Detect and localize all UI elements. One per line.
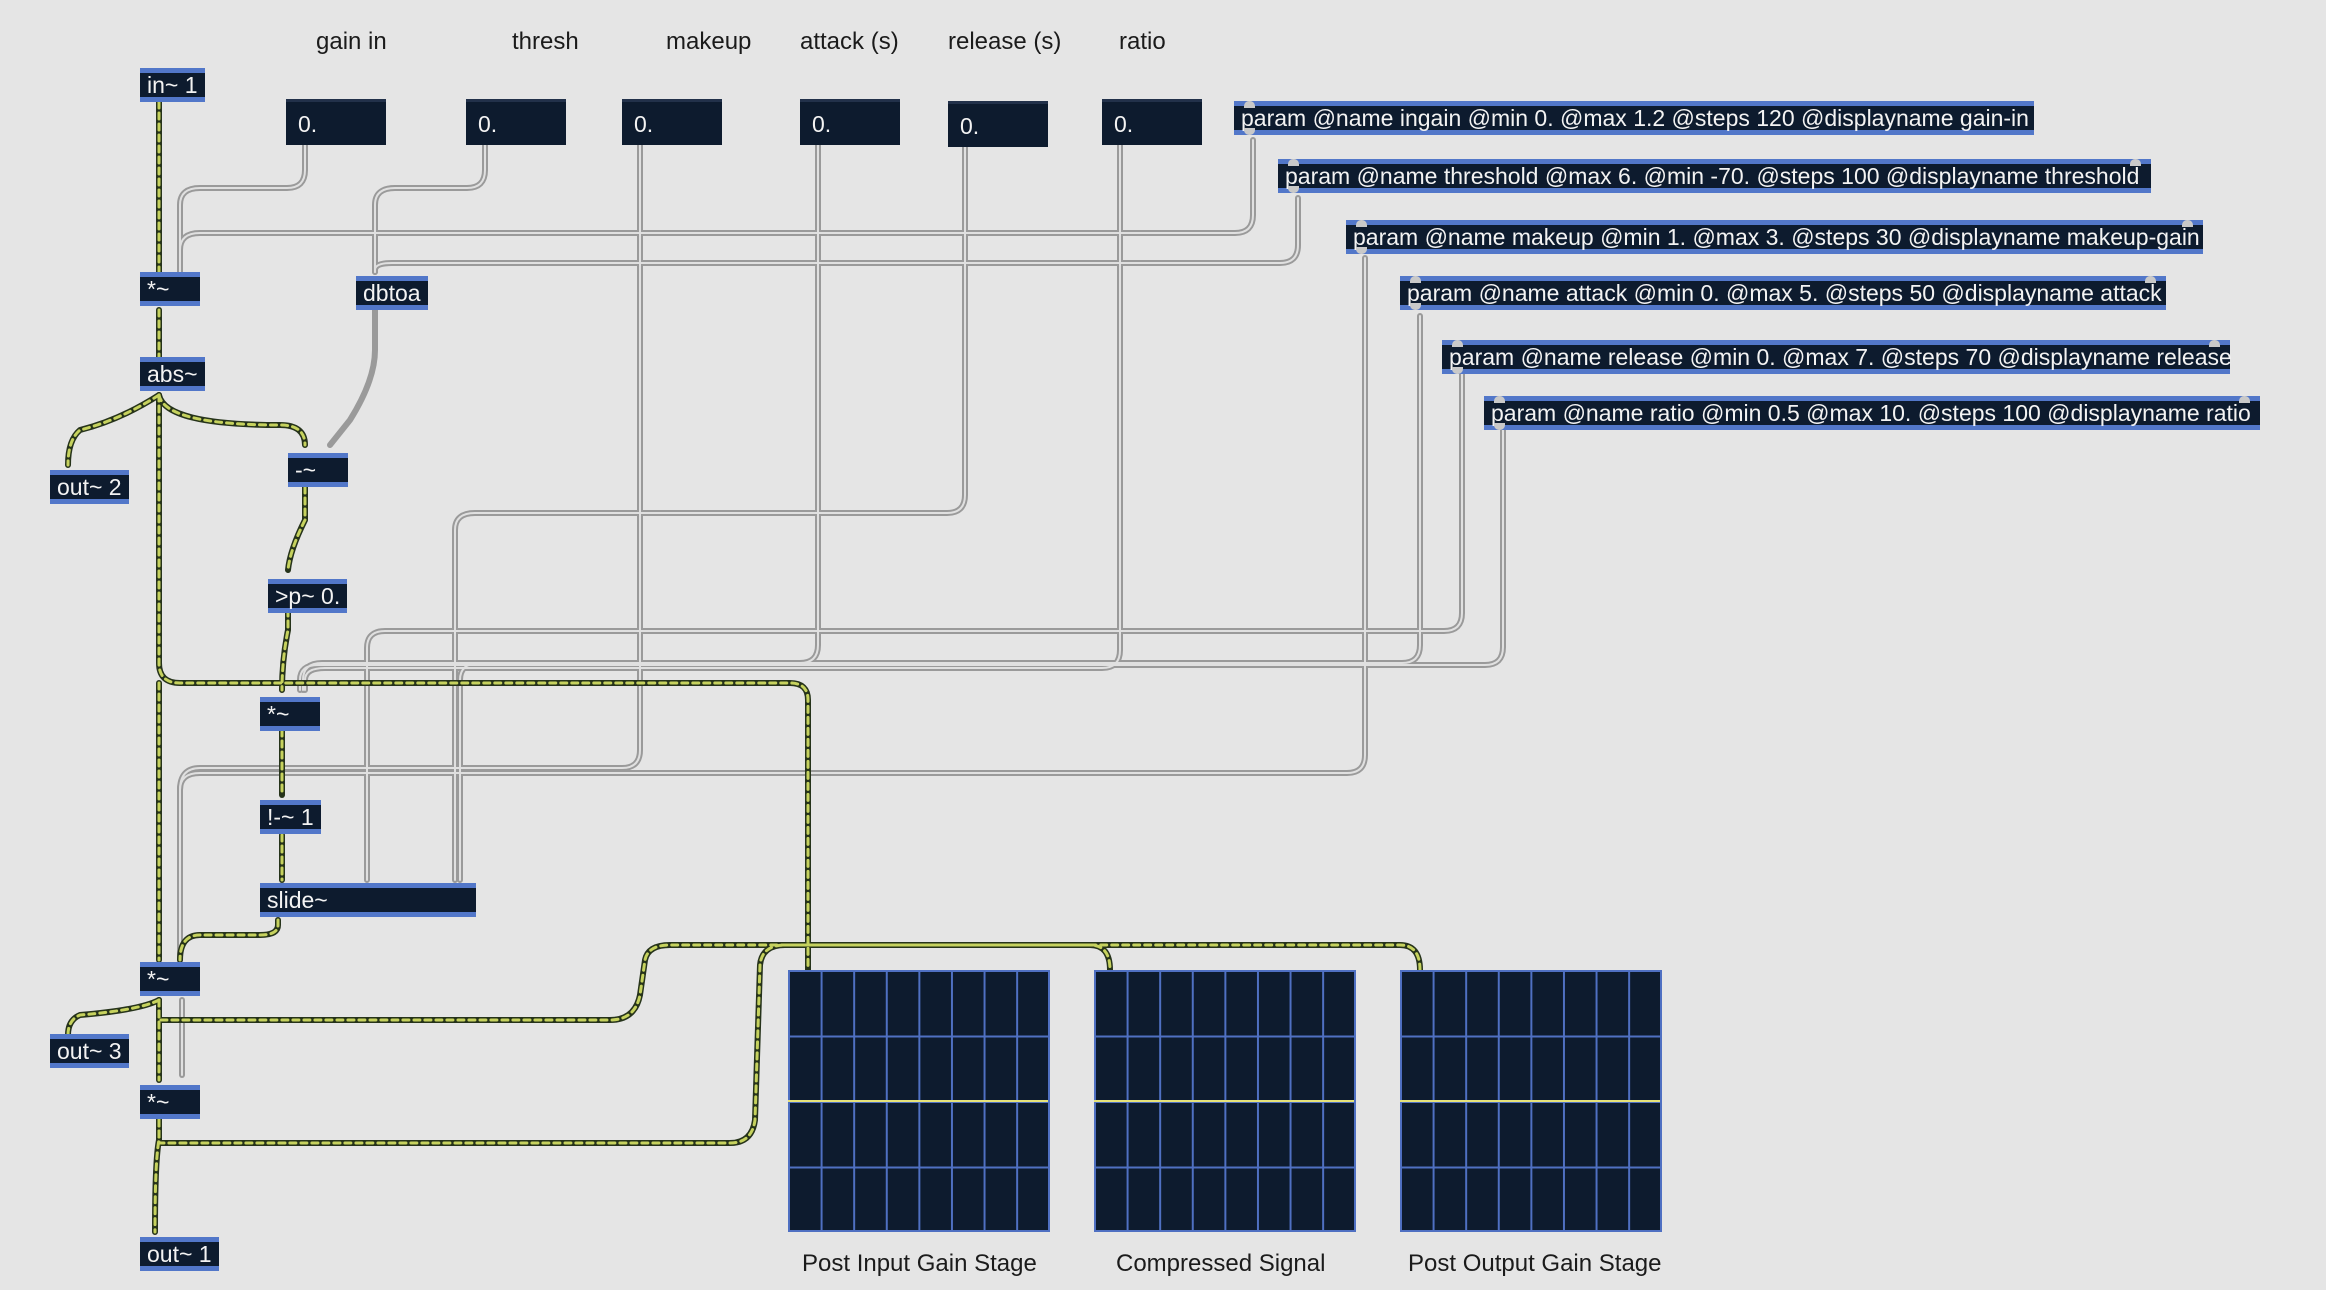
scope-label-post-output: Post Output Gain Stage — [1408, 1250, 1662, 1277]
scope-label-compressed: Compressed Signal — [1116, 1250, 1326, 1277]
number-box-release[interactable]: 0. — [948, 101, 1048, 147]
param-ratio[interactable]: param @name ratio @min 0.5 @max 10. @ste… — [1484, 396, 2260, 430]
reverse-subtract-object[interactable]: !-~ 1 — [260, 800, 321, 834]
outlet-3[interactable]: out~ 3 — [50, 1034, 129, 1068]
param-threshold[interactable]: param @name threshold @max 6. @min -70. … — [1278, 159, 2151, 193]
param-ratio-text: param @name ratio @min 0.5 @max 10. @ste… — [1491, 400, 2251, 426]
scope-trace — [788, 1100, 1048, 1102]
label-attack: attack (s) — [800, 28, 899, 55]
scope-post-input-gain[interactable] — [788, 970, 1050, 1232]
dbtoa-object[interactable]: dbtoa — [356, 276, 428, 310]
label-ratio: ratio — [1119, 28, 1166, 55]
abs-object[interactable]: abs~ — [140, 357, 205, 391]
gtp-object[interactable]: >p~ 0. — [268, 579, 348, 613]
slide-object[interactable]: slide~ — [260, 883, 476, 917]
scope-compressed-signal[interactable] — [1094, 970, 1356, 1232]
param-release[interactable]: param @name release @min 0. @max 7. @ste… — [1442, 340, 2232, 374]
multiply-input-gain[interactable]: *~ — [140, 272, 200, 306]
number-box-attack[interactable]: 0. — [800, 99, 900, 145]
param-threshold-text: param @name threshold @max 6. @min -70. … — [1285, 163, 2140, 189]
multiply-makeup[interactable]: *~ — [140, 1085, 200, 1119]
label-makeup: makeup — [666, 28, 752, 55]
scope-label-post-input: Post Input Gain Stage — [802, 1250, 1037, 1277]
number-box-ratio[interactable]: 0. — [1102, 99, 1202, 145]
scope-post-output-gain[interactable] — [1400, 970, 1662, 1232]
number-box-thresh[interactable]: 0. — [466, 99, 566, 145]
param-release-text: param @name release @min 0. @max 7. @ste… — [1449, 344, 2232, 370]
param-makeup-text: param @name makeup @min 1. @max 3. @step… — [1353, 224, 2200, 250]
param-attack[interactable]: param @name attack @min 0. @max 5. @step… — [1400, 276, 2166, 310]
number-box-gain-in[interactable]: 0. — [286, 99, 386, 145]
param-makeup[interactable]: param @name makeup @min 1. @max 3. @step… — [1346, 220, 2203, 254]
param-attack-text: param @name attack @min 0. @max 5. @step… — [1407, 280, 2162, 306]
inlet-1[interactable]: in~ 1 — [140, 68, 205, 102]
param-ingain-text: param @name ingain @min 0. @max 1.2 @ste… — [1241, 105, 2029, 131]
scope-trace — [1400, 1100, 1660, 1102]
multiply-ratio[interactable]: *~ — [260, 697, 320, 731]
multiply-compress[interactable]: *~ — [140, 962, 200, 996]
param-ingain[interactable]: param @name ingain @min 0. @max 1.2 @ste… — [1234, 101, 2034, 135]
label-gain-in: gain in — [316, 28, 387, 55]
outlet-1[interactable]: out~ 1 — [140, 1237, 219, 1271]
number-box-makeup[interactable]: 0. — [622, 99, 722, 145]
scope-trace — [1094, 1100, 1354, 1102]
outlet-2[interactable]: out~ 2 — [50, 470, 129, 504]
label-thresh: thresh — [512, 28, 579, 55]
subtract-object[interactable]: -~ — [288, 453, 348, 487]
label-release: release (s) — [948, 28, 1062, 55]
